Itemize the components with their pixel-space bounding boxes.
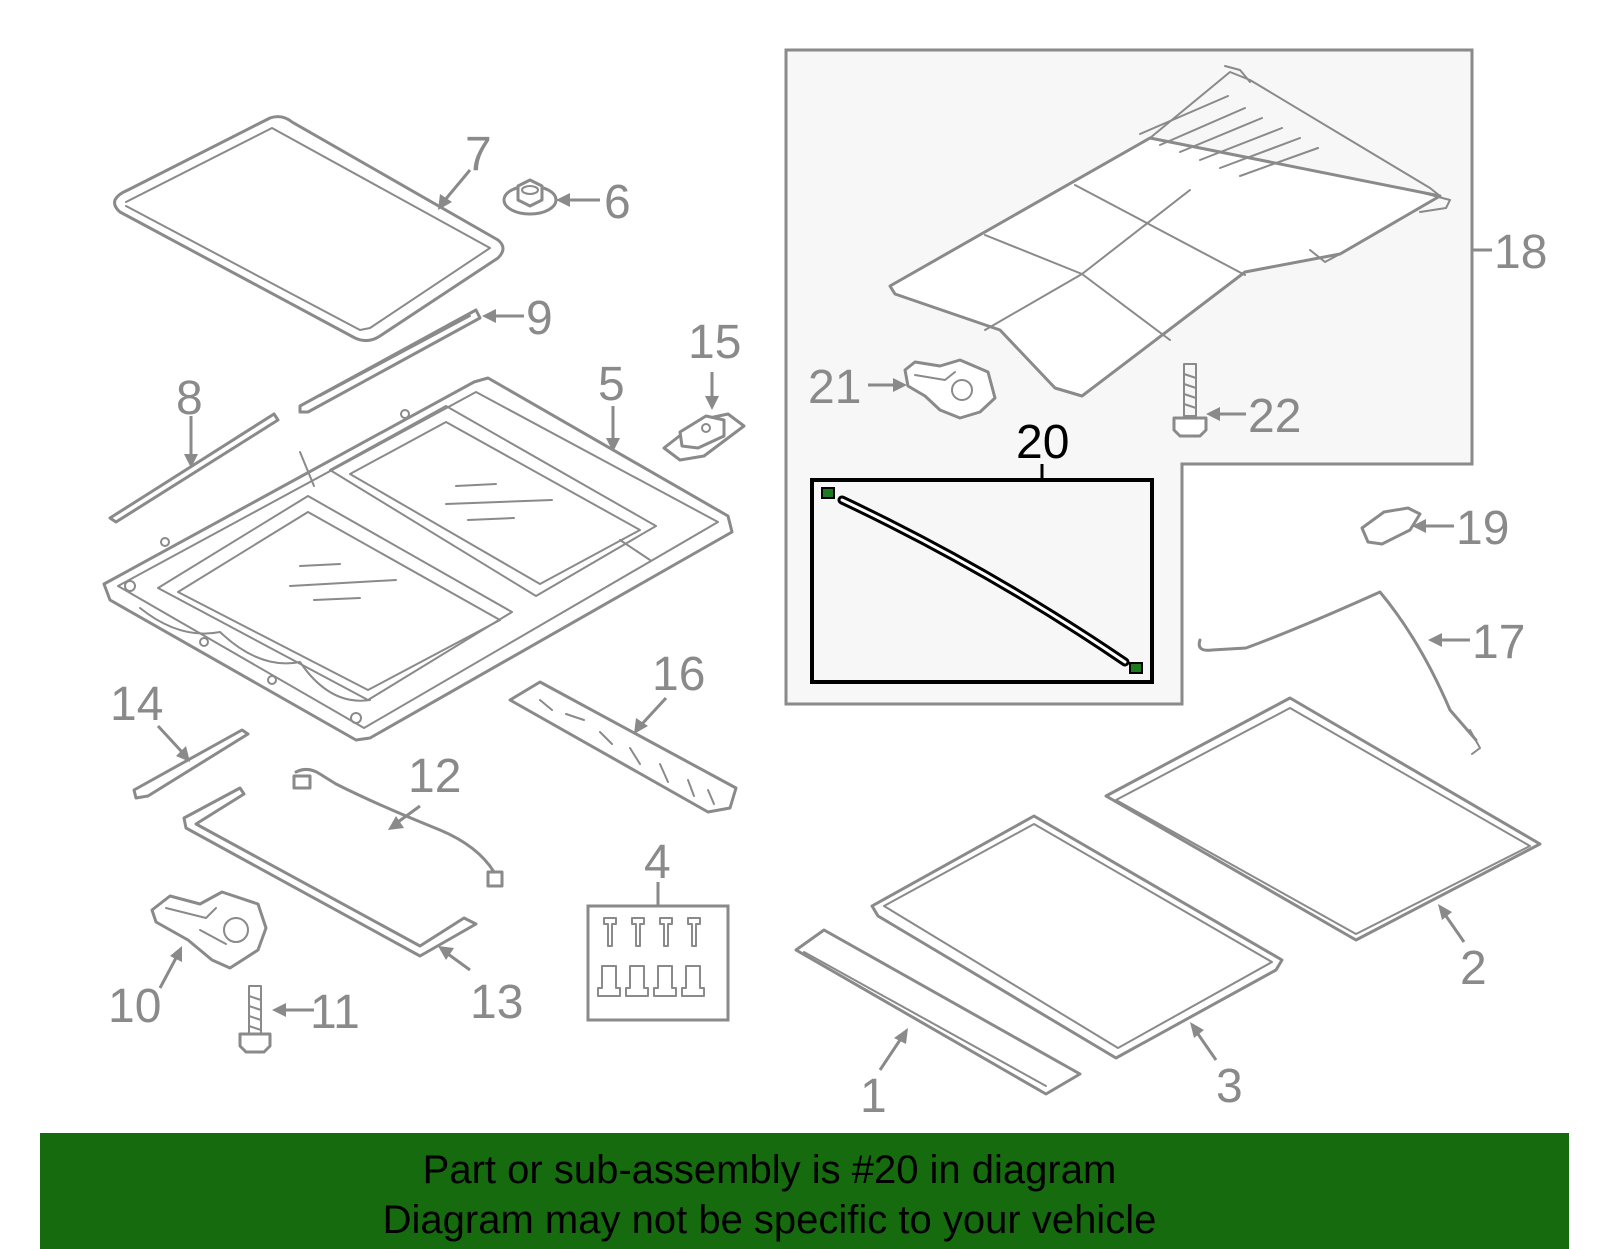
part-20-seal-strip[interactable]	[821, 487, 1143, 674]
part-12-wire-harness[interactable]	[292, 767, 504, 888]
callout-2-leader	[1438, 904, 1466, 943]
part-11-screw[interactable]	[238, 985, 272, 1054]
part-16-rear-rail[interactable]	[508, 680, 738, 814]
callout-14-leader	[156, 724, 190, 762]
callout-10-leader	[158, 946, 182, 989]
part-15-bracket[interactable]	[662, 412, 746, 462]
part-6-nut[interactable]	[502, 178, 558, 216]
callout-12-leader	[388, 804, 421, 830]
callout-7-leader	[438, 169, 472, 210]
callout-22-leader	[1206, 407, 1246, 421]
callout-5-leader	[606, 406, 620, 452]
callout-21: 21	[808, 361, 861, 414]
part-8-side-rail[interactable]	[108, 412, 280, 524]
callout-14: 14	[110, 678, 163, 731]
callout-15: 15	[688, 316, 741, 369]
part-18-sunshade[interactable]	[888, 65, 1451, 398]
callout-3-leader	[1190, 1022, 1218, 1061]
notice-line-1: Part or sub-assembly is #20 in diagram	[422, 1148, 1117, 1192]
callout-10: 10	[108, 980, 161, 1033]
part-7-glass-seal[interactable]	[113, 115, 505, 343]
callout-15-leader	[705, 372, 719, 410]
part-4-bolt-kit[interactable]	[586, 904, 730, 1022]
callout-18: 18	[1494, 226, 1547, 279]
callout-16-leader	[634, 696, 668, 734]
part-13-deflector[interactable]	[182, 786, 478, 958]
callout-6: 6	[604, 176, 631, 229]
callout-4: 4	[644, 836, 671, 889]
part-5-frame-assembly[interactable]	[102, 376, 734, 742]
part-17-drain-tube[interactable]	[1197, 590, 1481, 755]
part-14-clip[interactable]	[132, 728, 250, 800]
callout-1-leader	[878, 1028, 908, 1071]
callout-13-leader	[438, 946, 471, 972]
callout-8-leader	[184, 416, 198, 468]
part-19-clip[interactable]	[1360, 506, 1422, 546]
callout-19-leader	[1412, 519, 1454, 533]
callout-11: 11	[310, 986, 360, 1039]
callout-19: 19	[1456, 502, 1509, 555]
part-22-screw[interactable]	[1172, 363, 1208, 438]
part-21-shade-motor[interactable]	[903, 358, 997, 420]
callout-22: 22	[1248, 390, 1301, 443]
callout-21-leader	[868, 378, 907, 392]
callout-20: 20	[1016, 416, 1069, 469]
callout-16: 16	[652, 648, 705, 701]
callout-11-leader	[272, 1003, 314, 1017]
part-1-wind-deflector[interactable]	[794, 928, 1082, 1096]
part-10-drive-motor[interactable]	[150, 890, 268, 970]
notice-line-2: Diagram may not be specific to your vehi…	[382, 1198, 1157, 1242]
callout-8: 8	[176, 372, 203, 425]
callout-17-leader	[1428, 633, 1470, 647]
part-9-trim-strip[interactable]	[298, 308, 482, 414]
callout-9-leader	[482, 309, 524, 323]
notice-banner: Part or sub-assembly is #20 in diagram D…	[40, 1133, 1569, 1249]
part-2-rear-glass[interactable]	[1104, 696, 1542, 942]
callout-5: 5	[598, 358, 625, 411]
callout-3: 3	[1216, 1060, 1243, 1113]
callout-9: 9	[526, 292, 553, 345]
callout-12: 12	[408, 750, 461, 803]
callout-2: 2	[1460, 942, 1487, 995]
callout-17: 17	[1472, 616, 1525, 669]
callout-13: 13	[470, 976, 523, 1029]
part-3-front-glass[interactable]	[870, 814, 1284, 1060]
callout-1: 1	[860, 1070, 887, 1123]
callout-7: 7	[465, 128, 492, 181]
callout-6-leader	[556, 193, 600, 207]
